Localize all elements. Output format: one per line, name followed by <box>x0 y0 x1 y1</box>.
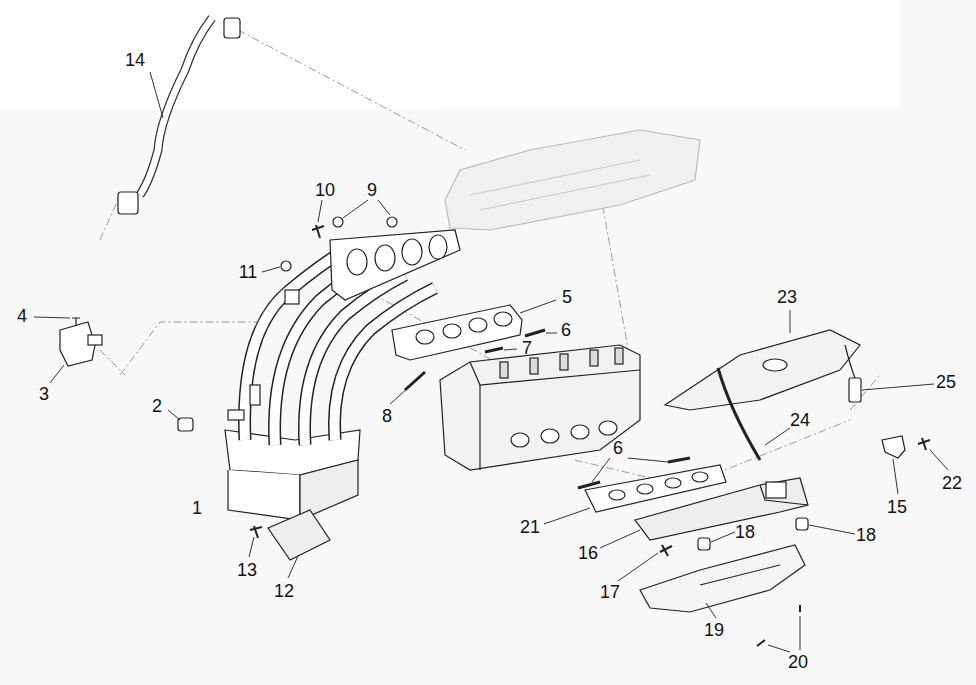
callout-number: 6 <box>613 439 623 457</box>
callout-number: 19 <box>704 621 724 639</box>
callout-number: 18 <box>735 523 755 541</box>
callout-number: 15 <box>887 498 907 516</box>
callout-number: 14 <box>125 51 145 69</box>
callout-number: 5 <box>562 288 572 306</box>
callout-number: 10 <box>315 181 335 199</box>
callout-number: 11 <box>239 263 258 281</box>
callout-number: 17 <box>600 583 620 601</box>
callout-number: 13 <box>237 561 257 579</box>
callout-number: 6 <box>561 321 571 339</box>
callout-number: 22 <box>942 474 962 492</box>
callout-number: 18 <box>856 526 876 544</box>
callout-number: 3 <box>39 385 49 403</box>
callout-number: 12 <box>274 582 294 600</box>
callout-number: 7 <box>522 339 532 357</box>
callout-number: 23 <box>777 288 797 306</box>
callout-number: 9 <box>367 181 377 199</box>
callout-number: 4 <box>17 307 27 325</box>
callout-number: 8 <box>382 407 392 425</box>
callout-number: 2 <box>152 397 162 415</box>
callout-number: 16 <box>578 544 598 562</box>
callout-number: 1 <box>192 499 202 517</box>
callout-number: 25 <box>936 373 956 391</box>
callout-number: 20 <box>788 653 808 671</box>
callout-number: 21 <box>520 518 540 536</box>
callout-number: 24 <box>790 411 810 429</box>
